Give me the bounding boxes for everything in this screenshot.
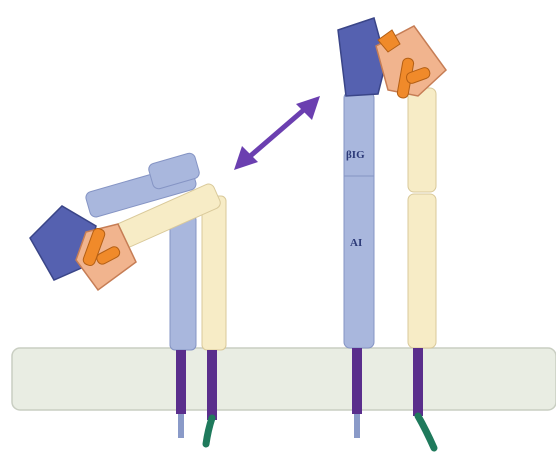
extended-beta-leg xyxy=(344,92,374,348)
domain-label-lower: AI xyxy=(350,237,362,249)
bent-alpha-leg xyxy=(202,196,226,350)
bent-alpha-transmembrane xyxy=(207,350,217,420)
extended-headpiece xyxy=(338,18,446,99)
transition-arrow-icon xyxy=(234,96,320,170)
domain-label-upper: βIG xyxy=(346,149,365,161)
extended-alpha-leg-lower xyxy=(408,194,436,348)
extended-alpha-leg-upper xyxy=(408,88,436,192)
bent-beta-leg xyxy=(170,215,196,350)
extended-alpha-transmembrane xyxy=(413,348,423,416)
extended-alpha-tail xyxy=(418,416,434,448)
extended-beta-transmembrane xyxy=(352,348,362,414)
bent-beta-transmembrane xyxy=(176,350,186,414)
bent-alpha-tail xyxy=(206,418,212,444)
bent-headpiece xyxy=(30,206,136,290)
cell-membrane xyxy=(12,348,556,410)
